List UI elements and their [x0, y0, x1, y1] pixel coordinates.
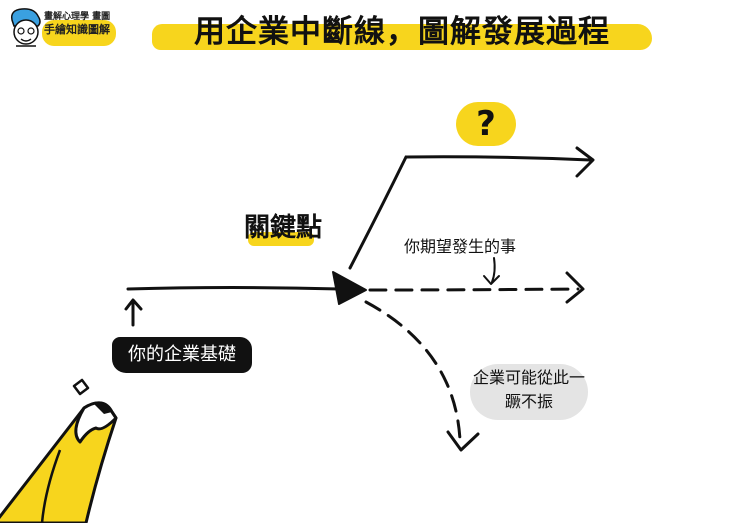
- logo-text: 畫解心理學 畫圖 手繪知識圖解: [44, 12, 118, 37]
- expected-arrowhead: [565, 271, 585, 304]
- keypoint-highlight: [248, 232, 314, 246]
- title-block: 用企業中斷線，圖解發展過程: [152, 10, 652, 54]
- foundation-pointer-head: [124, 298, 143, 311]
- slump-label: 企業可能從此一蹶不振: [472, 368, 585, 411]
- spark-icon: [72, 378, 90, 396]
- upward-arrowhead: [575, 146, 595, 178]
- keypoint-triangle: [332, 271, 367, 305]
- slump-bubble: [470, 364, 588, 420]
- page-title: 用企業中斷線，圖解發展過程: [194, 14, 610, 50]
- question-mark: ?: [476, 104, 496, 144]
- question-bubble: [456, 102, 516, 146]
- foundation-line: [126, 286, 342, 291]
- upward-line: [348, 155, 592, 270]
- logo-line2: 手繪知識圖解: [44, 23, 110, 36]
- logo: 畫解心理學 畫圖 手繪知識圖解: [6, 6, 118, 52]
- logo-highlight: [42, 20, 116, 46]
- expected-label: 你期望發生的事: [404, 237, 517, 256]
- decline-arrowhead: [446, 430, 480, 452]
- expected-pointer-head: [483, 275, 500, 285]
- logo-line1: 畫解心理學 畫圖: [44, 12, 111, 22]
- keypoint-label: 關鍵點: [244, 213, 323, 243]
- title-highlight: [152, 24, 652, 50]
- foundation-label: 你的企業基礎: [112, 337, 252, 373]
- mascot-icon: [10, 8, 41, 47]
- pencil-icon: [0, 401, 118, 523]
- expected-line: [368, 287, 580, 292]
- expected-pointer: [491, 257, 496, 283]
- decline-line: [364, 300, 462, 442]
